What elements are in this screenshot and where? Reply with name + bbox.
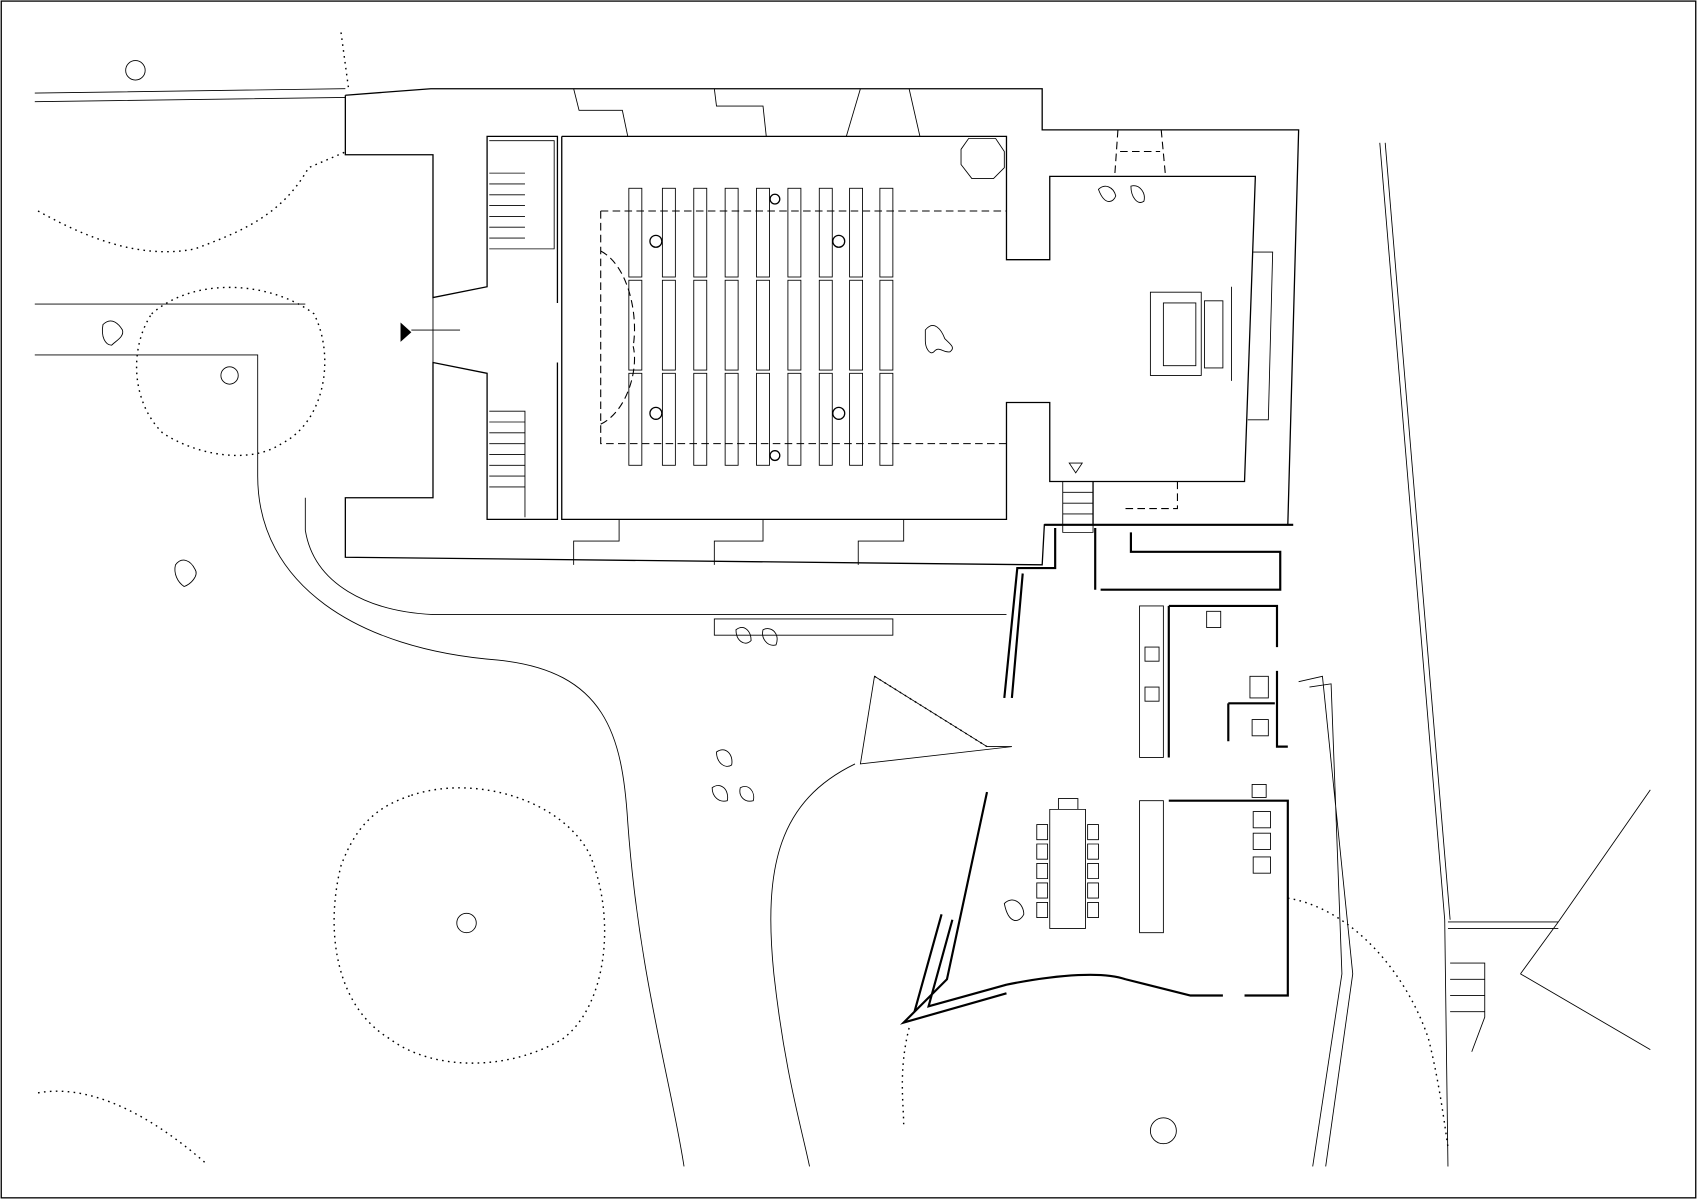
- pew: [787, 187, 802, 278]
- pew: [787, 279, 802, 371]
- staircase-south: [489, 410, 526, 518]
- road-right: [1298, 675, 1354, 1167]
- nave-wall: [561, 135, 1257, 525]
- canopy-diagonal: [874, 675, 988, 748]
- pew: [787, 372, 802, 466]
- pew: [818, 187, 833, 278]
- annex: [859, 523, 1294, 1025]
- pew: [693, 372, 708, 466]
- gallery-outline: [600, 210, 1007, 445]
- pew: [661, 187, 676, 278]
- steps-right: [1450, 962, 1486, 1052]
- church: [344, 88, 1300, 566]
- north-door: [1114, 129, 1167, 177]
- trees: [37, 32, 1449, 1164]
- pew: [628, 187, 643, 278]
- south-door: [1125, 481, 1178, 510]
- hedge: [37, 1090, 207, 1164]
- chancel-bench: [1247, 251, 1274, 421]
- people: [102, 185, 1145, 921]
- pew: [693, 279, 708, 371]
- tree-trunk: [125, 60, 146, 81]
- person-figure: [1003, 899, 1025, 921]
- altar: [1149, 286, 1232, 381]
- pew: [724, 279, 739, 371]
- driveway: [770, 763, 856, 1167]
- pew: [756, 279, 770, 371]
- pew: [693, 187, 708, 278]
- pew: [661, 372, 676, 466]
- person-figure: [102, 320, 124, 346]
- pew: [818, 279, 833, 371]
- stairs-link: [1062, 462, 1094, 533]
- bench: [713, 618, 894, 636]
- person-figure: [1097, 185, 1145, 203]
- column: [769, 450, 781, 462]
- pew: [756, 372, 770, 466]
- person-figure: [924, 325, 953, 354]
- column: [649, 406, 663, 420]
- pew: [849, 279, 863, 371]
- buttresses: [573, 88, 921, 565]
- tree-canopy: [135, 286, 326, 457]
- tree-trunk: [220, 366, 239, 385]
- octagon: [960, 138, 1005, 179]
- road-inner: [304, 497, 1007, 616]
- road-top-left: [34, 88, 346, 103]
- tree-canopy: [333, 787, 606, 1064]
- pew: [724, 372, 739, 466]
- column: [649, 234, 663, 248]
- pew: [724, 187, 739, 278]
- pews: [628, 187, 894, 466]
- canopy: [859, 675, 1012, 765]
- tree-trunk: [456, 912, 477, 934]
- person-figure: [735, 627, 778, 646]
- hedge: [37, 32, 350, 253]
- column: [832, 234, 846, 248]
- person-figure: [711, 749, 755, 802]
- road-left: [34, 303, 685, 1167]
- pew: [879, 187, 894, 278]
- pew: [628, 279, 643, 371]
- pew: [818, 372, 833, 466]
- pew: [849, 187, 863, 278]
- church-outer-wall: [344, 88, 1300, 566]
- pew: [879, 279, 894, 371]
- pew: [849, 372, 863, 466]
- wc-fixtures: [1206, 610, 1271, 874]
- annex-wall: [899, 523, 1294, 1025]
- dining-table: [1036, 798, 1099, 929]
- hedge: [901, 1027, 910, 1126]
- entrance-passage: [411, 297, 461, 363]
- neighbor-wall: [1447, 789, 1651, 1050]
- column: [769, 193, 781, 205]
- kitchen-counter: [1139, 605, 1164, 934]
- column: [832, 406, 846, 420]
- pew: [628, 372, 643, 466]
- person-figure: [174, 559, 197, 587]
- tree-trunk: [1149, 1117, 1177, 1145]
- pew: [661, 279, 676, 371]
- roads: [34, 88, 1651, 1167]
- entrance-arrow-icon: [400, 322, 412, 342]
- hedge: [1287, 897, 1449, 1148]
- long-wall-right: [1379, 142, 1451, 1167]
- pew: [756, 187, 770, 278]
- staircase-north: [489, 140, 555, 250]
- pew: [879, 372, 894, 466]
